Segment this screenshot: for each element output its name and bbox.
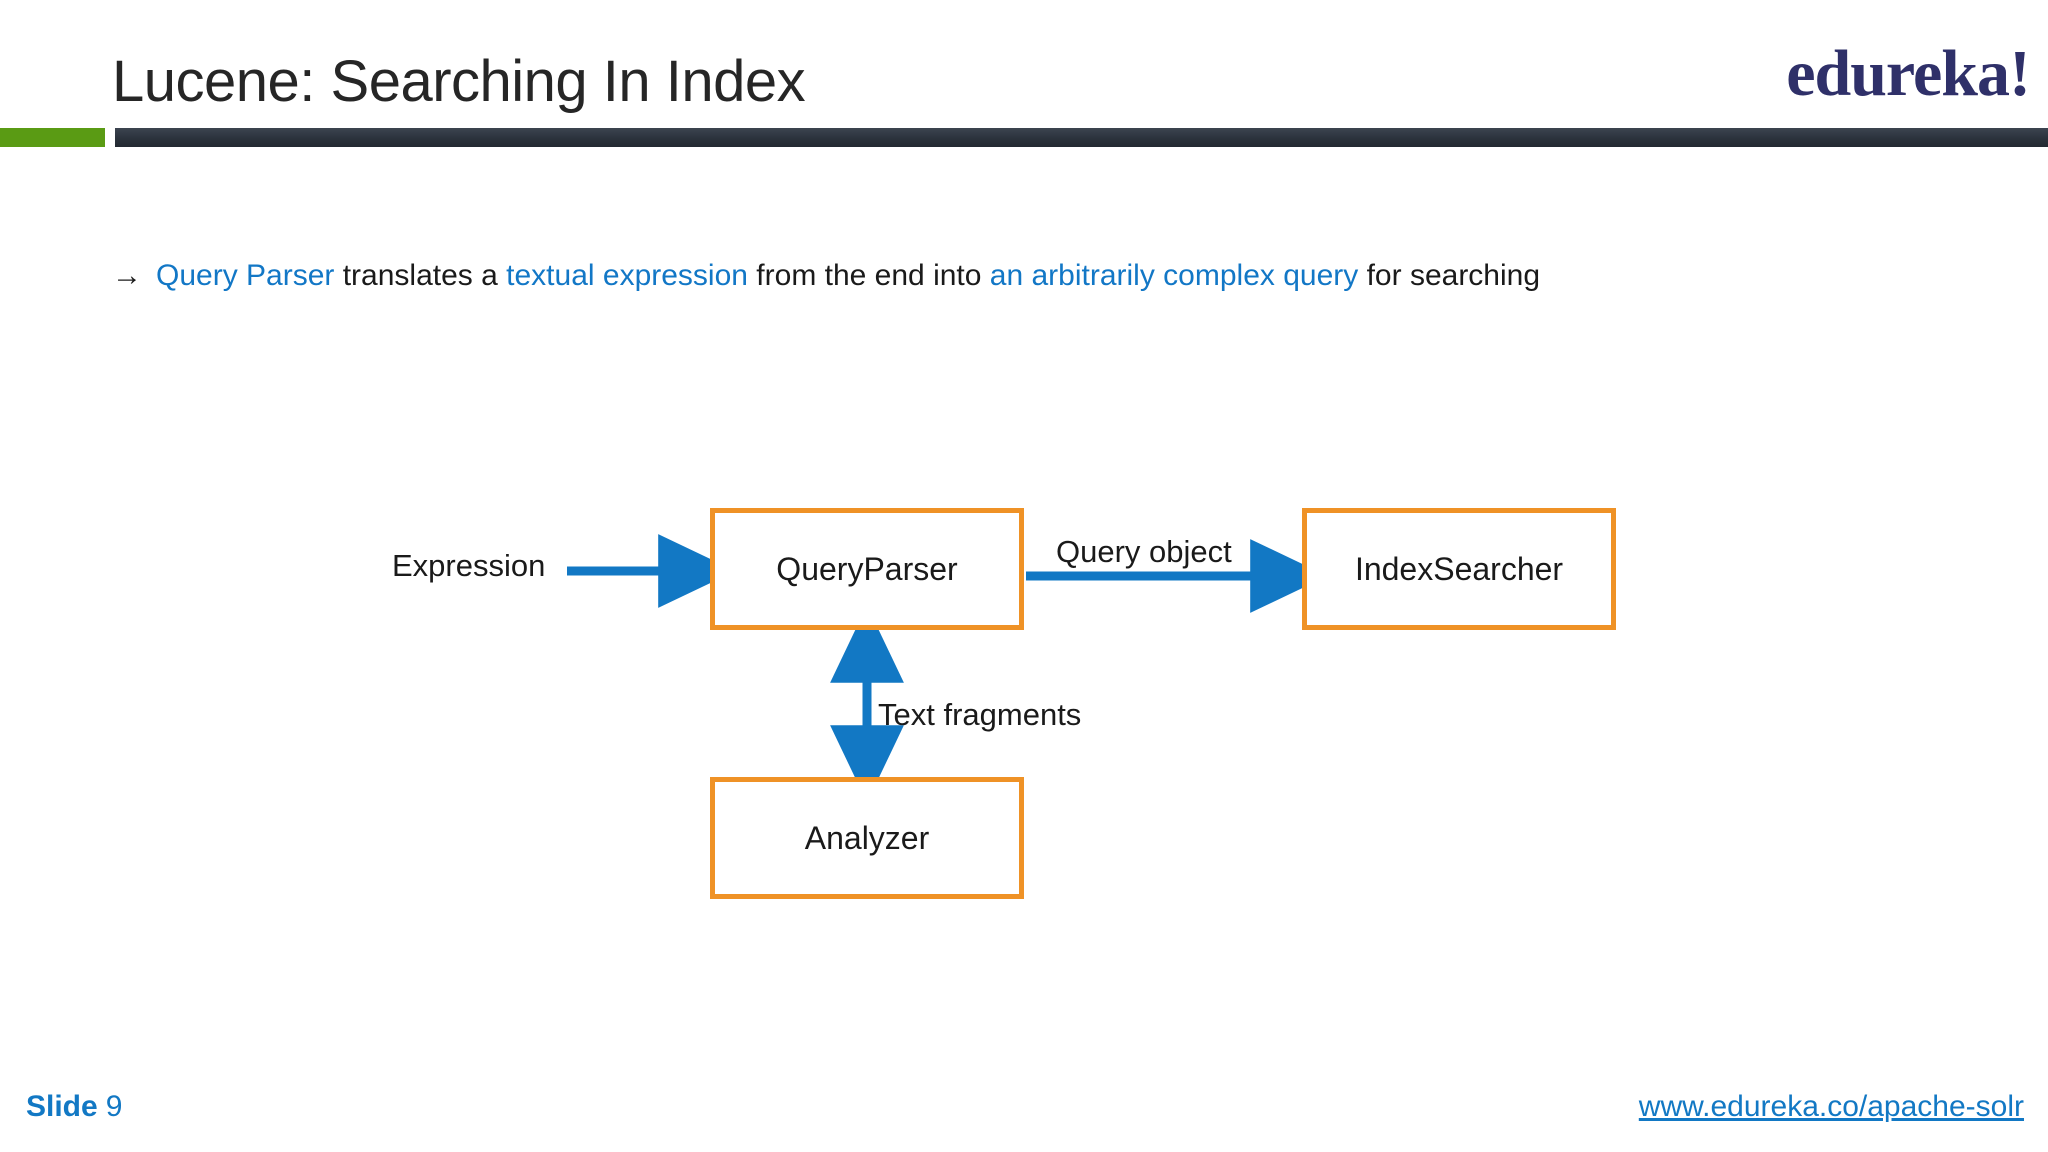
bullet-segment-query-parser: Query Parser (156, 259, 335, 292)
diagram-box-indexsearcher-label: IndexSearcher (1354, 550, 1564, 587)
bullet-segment-translates: translates a (334, 259, 507, 292)
diagram-box-indexsearcher[interactable]: IndexSearcher (1302, 508, 1616, 630)
bullet-arrow-icon: → (112, 259, 142, 292)
diagram-box-analyzer[interactable]: Analyzer (710, 777, 1024, 899)
bullet-segment-textual-expression: textual expression (506, 259, 748, 292)
edge-label-expression: Expression (392, 548, 546, 583)
edureka-logo: edureka! (1786, 37, 2031, 110)
bullet-segment-complex-query: an arbitrarily complex query (989, 259, 1359, 292)
edge-label-query-object: Query object (1056, 534, 1232, 569)
diagram-box-queryparser-label: QueryParser (776, 550, 958, 587)
diagram-box-analyzer-label: Analyzer (804, 819, 930, 856)
bullet-segment-for-searching: for searching (1358, 259, 1541, 292)
footer-slide-word: Slide (26, 1090, 98, 1123)
bullet-segment-from-end-into: from the end into (747, 259, 990, 292)
bullet-line: → Query Parser translates a textual expre… (112, 258, 1540, 294)
header-accent-bar (115, 128, 2048, 147)
page-title: Lucene: Searching In Index (112, 49, 806, 114)
edge-label-text-fragments: Text fragments (878, 697, 1082, 732)
footer-slide-count: 9 (105, 1090, 123, 1123)
diagram-box-queryparser[interactable]: QueryParser (710, 508, 1024, 630)
header-accent-green (0, 128, 105, 147)
footer-website-link[interactable]: www.edureka.co/apache-solr (1638, 1090, 2024, 1123)
